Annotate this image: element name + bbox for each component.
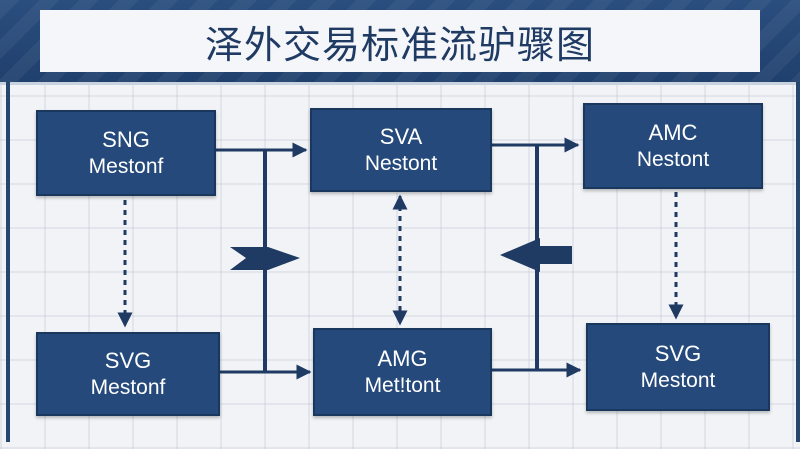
- node-subtitle: Nestont: [636, 147, 710, 171]
- double-chevron-right: [500, 238, 572, 272]
- node-bottom-right: SVG Mestont: [586, 323, 770, 411]
- diagram-frame: [6, 82, 800, 442]
- node-code: AMC: [648, 120, 698, 146]
- node-bottom-left: SVG Mestonf: [36, 332, 220, 416]
- node-code: SNG: [102, 127, 150, 153]
- node-top-center: SVA Nestont: [310, 108, 492, 192]
- node-subtitle: Mestonf: [90, 375, 166, 399]
- title-band: 泽外交易标准流驴骤图: [40, 10, 760, 72]
- node-subtitle: Nestont: [364, 151, 438, 175]
- node-code: SVG: [104, 348, 152, 374]
- node-code: SVA: [379, 124, 423, 150]
- node-code: SVG: [654, 341, 702, 367]
- header-banner: 泽外交易标准流驴骤图: [0, 0, 800, 85]
- node-top-right: AMC Nestont: [583, 103, 763, 189]
- node-subtitle: Mestonf: [88, 154, 164, 178]
- node-code: AMG: [377, 346, 428, 372]
- node-subtitle: Met!tont: [364, 373, 441, 397]
- node-bottom-center: AMG Met!tont: [313, 328, 492, 416]
- node-subtitle: Mestont: [640, 368, 716, 392]
- page-title: 泽外交易标准流驴骤图: [204, 22, 595, 67]
- node-top-left: SNG Mestonf: [36, 110, 216, 196]
- chevron-arrow-left: [230, 247, 300, 270]
